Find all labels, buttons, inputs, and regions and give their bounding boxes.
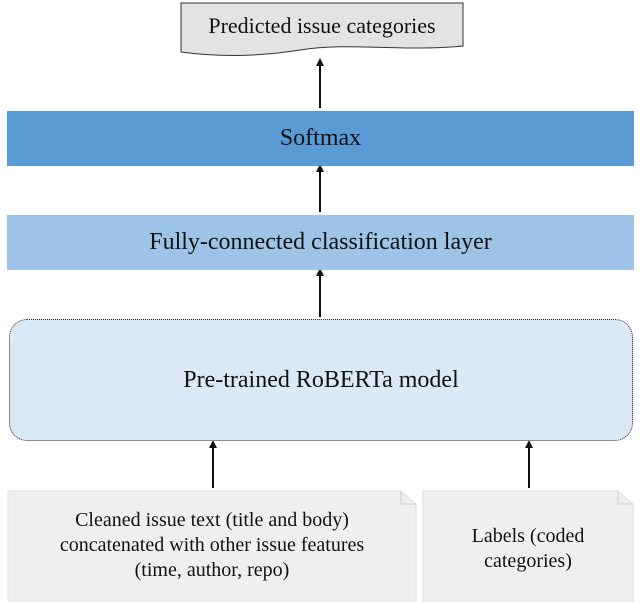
issue-text-line-1: Cleaned issue text (title and body) [75, 509, 349, 531]
document-shape [7, 490, 417, 602]
predicted-categories-output: Predicted issue categories [180, 2, 464, 60]
softmax-label: Softmax [279, 125, 362, 152]
document-shape [180, 2, 464, 56]
labels-label: Labels (coded categories) [472, 524, 585, 574]
labels-input: Labels (coded categories) [422, 490, 634, 602]
document-shape [422, 490, 634, 602]
fully-connected-layer: Fully-connected classification layer [7, 215, 634, 270]
issue-text-input: Cleaned issue text (title and body) conc… [7, 490, 417, 602]
labels-line-2: categories) [484, 550, 572, 572]
roberta-label: Pre-trained RoBERTa model [183, 366, 459, 393]
softmax-layer: Softmax [7, 111, 634, 166]
issue-text-line-3: (time, author, repo) [134, 559, 290, 581]
labels-line-1: Labels (coded [471, 525, 585, 547]
roberta-model: Pre-trained RoBERTa model [9, 319, 633, 441]
output-label: Predicted issue categories [208, 13, 436, 38]
issue-text-line-2: concatenated with other issue features [59, 534, 365, 556]
fully-connected-label: Fully-connected classification layer [149, 229, 492, 256]
issue-text-label: Cleaned issue text (title and body) conc… [60, 508, 364, 583]
